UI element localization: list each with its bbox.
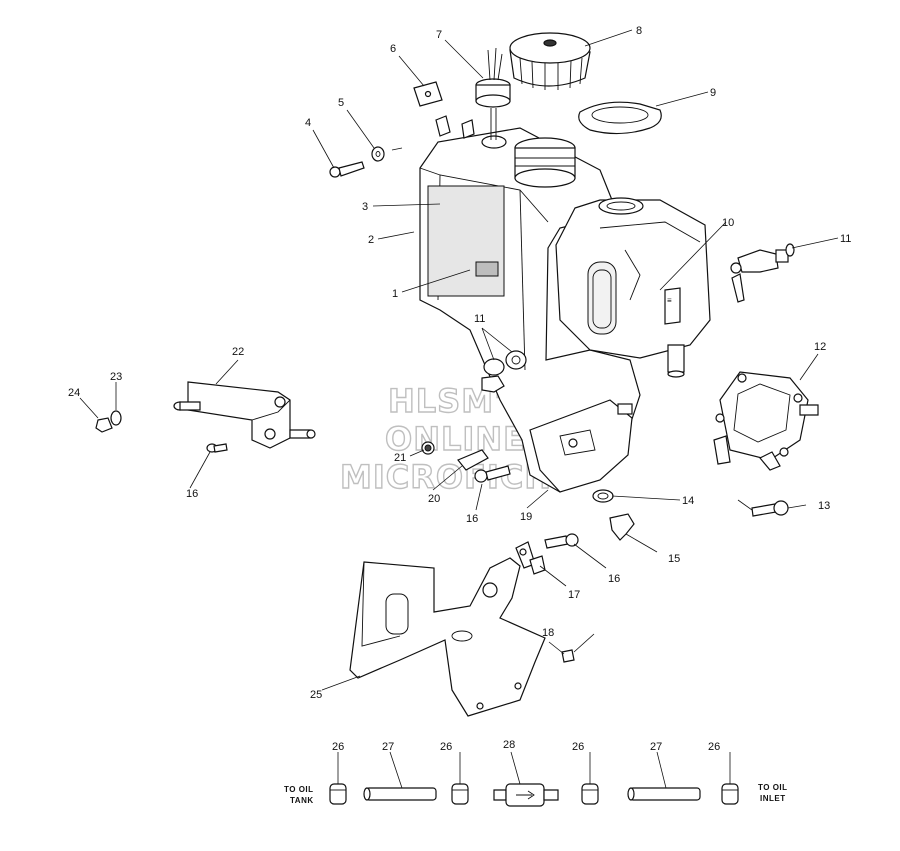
callout-11-fittings: 11 (474, 313, 485, 325)
fuel-hose-2 (627, 787, 701, 801)
inline-filter (493, 783, 559, 807)
screw-and-washer (329, 146, 403, 178)
leader-lines (79, 29, 839, 789)
hose-clamp-4 (721, 783, 739, 805)
callout-28: 28 (503, 739, 515, 751)
callout-19: 19 (520, 511, 532, 523)
tank-cap (509, 32, 591, 90)
note-to-oil-inlet-line2: INLET (760, 794, 786, 803)
small-bracket (515, 541, 546, 575)
hose-clamp-2 (451, 783, 469, 805)
callout-22: 22 (232, 346, 244, 358)
callout-7: 7 (436, 29, 442, 41)
callout-27-b: 27 (650, 741, 662, 753)
callout-6: 6 (390, 43, 396, 55)
callout-4: 4 (305, 117, 311, 129)
callout-13: 13 (818, 500, 830, 512)
callout-5: 5 (338, 97, 344, 109)
callout-26-a: 26 (332, 741, 344, 753)
callout-26-c: 26 (572, 741, 584, 753)
callout-2: 2 (368, 234, 374, 246)
callout-15: 15 (668, 553, 680, 565)
callout-12: 12 (814, 341, 826, 353)
callout-10: 10 (722, 217, 734, 229)
tie-strap (561, 633, 595, 663)
callout-18: 18 (542, 627, 554, 639)
shutoff-valve (730, 243, 795, 303)
routing-notes: TO OIL TANK TO OIL INLET (284, 783, 788, 805)
callout-17: 17 (568, 589, 580, 601)
note-to-oil-tank-line1: TO OIL (284, 785, 314, 794)
bracket-screw (206, 443, 228, 453)
fuel-line-assembly (329, 783, 739, 807)
callout-8: 8 (636, 25, 642, 37)
callout-26-b: 26 (440, 741, 452, 753)
grommet-and-elbow (592, 489, 635, 541)
callout-24: 24 (68, 387, 80, 399)
callout-1: 1 (392, 288, 398, 300)
callout-21: 21 (394, 452, 406, 464)
mounting-bracket (349, 557, 546, 717)
callout-labels: 1 2 3 4 5 6 7 8 9 10 11 11 12 13 14 15 1… (68, 25, 851, 753)
nut-and-clip (421, 441, 489, 471)
callout-16-tank: 16 (466, 513, 478, 525)
reservoir-cap (578, 101, 662, 135)
tank-screws (474, 465, 579, 549)
note-to-oil-inlet-line1: TO OIL (758, 783, 788, 792)
callout-27-a: 27 (382, 741, 394, 753)
callout-26-d: 26 (708, 741, 720, 753)
hose-clamp-1 (329, 783, 347, 805)
callout-16-left: 16 (186, 488, 198, 500)
fuel-hose-1 (363, 787, 437, 801)
callout-14: 14 (682, 495, 694, 507)
tank-fittings (481, 350, 527, 393)
note-to-oil-tank-line2: TANK (290, 796, 314, 805)
clip (413, 81, 475, 139)
callout-20: 20 (428, 493, 440, 505)
callout-9: 9 (710, 87, 716, 99)
callout-11-valve: 11 (840, 233, 851, 245)
oil-level-sender (475, 47, 511, 140)
pump-screw (737, 499, 789, 517)
callout-3: 3 (362, 201, 368, 213)
oil-pump (713, 371, 819, 471)
svg-text:≡: ≡ (667, 296, 672, 305)
reservoir-tank: ≡ (555, 197, 711, 378)
callout-25: 25 (310, 689, 322, 701)
hose-clamp-3 (581, 783, 599, 805)
callout-23: 23 (110, 371, 122, 383)
nut-and-washer (95, 410, 122, 433)
stud-bracket (173, 381, 316, 449)
watermark-line-2: ONLINE (385, 420, 526, 458)
callout-16-mid: 16 (608, 573, 620, 585)
